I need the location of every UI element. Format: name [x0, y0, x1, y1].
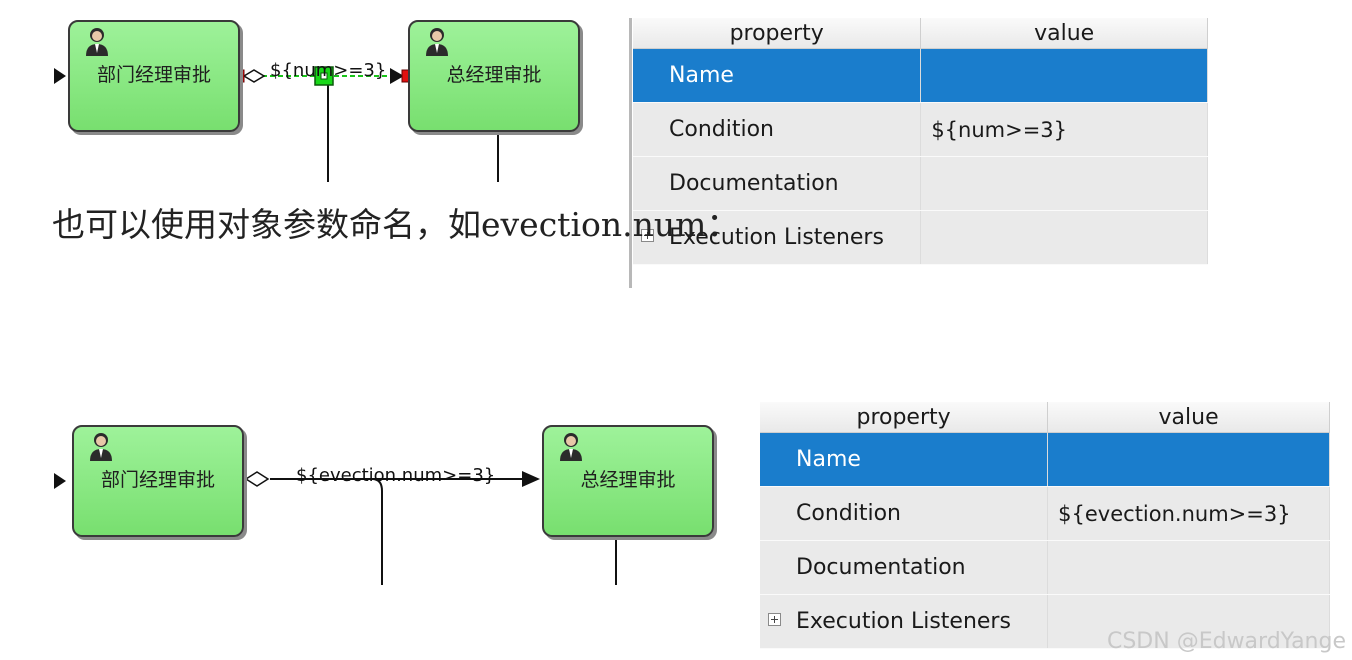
watermark: CSDN @EdwardYange [1106, 629, 1346, 654]
property-key-cell: Execution Listeners [760, 594, 1049, 649]
flow-condition-label[interactable]: ${num>=3} [270, 60, 387, 81]
property-key: Condition [760, 486, 1049, 541]
property-row-documentation[interactable]: Documentation [760, 540, 1330, 595]
arrowhead-icon [522, 471, 540, 487]
task-dept-manager-approval[interactable]: 部门经理审批 [68, 20, 240, 132]
header-value[interactable]: value [1047, 402, 1330, 433]
header-property[interactable]: property [633, 18, 922, 49]
property-row-documentation[interactable]: Documentation [633, 156, 1208, 211]
property-row-execution-listeners[interactable]: Execution Listeners [760, 594, 1330, 649]
process-diagram-2: 部门经理审批 总经理审批 ${evection.num>=3} [0, 405, 740, 605]
incoming-arrowhead-icon [54, 68, 66, 84]
task-label: 总经理审批 [580, 469, 676, 491]
task-label: 总经理审批 [446, 64, 542, 86]
caption-text: 也可以使用对象参数命名，如evection.num： [52, 205, 740, 244]
incoming-arrowhead-icon [54, 473, 66, 489]
plus-expander-icon[interactable] [641, 229, 654, 242]
task-label: 部门经理审批 [100, 469, 215, 491]
diamond-connector-icon [244, 471, 270, 487]
properties-panel-1 [629, 18, 632, 288]
property-row-name[interactable]: Name [760, 432, 1330, 487]
property-key-cell: Execution Listeners [633, 210, 922, 265]
user-icon [426, 28, 448, 56]
property-value[interactable] [1047, 540, 1330, 595]
property-key: Condition [633, 102, 922, 157]
property-key: Execution Listeners [796, 609, 1011, 634]
property-value[interactable] [920, 210, 1208, 265]
properties-table-1: property value Name Condition ${num>=3} … [633, 18, 1208, 265]
property-row-condition[interactable]: Condition ${num>=3} [633, 102, 1208, 157]
property-key: Documentation [760, 540, 1049, 595]
property-key: Name [760, 432, 1049, 487]
user-icon [86, 28, 108, 56]
property-row-condition[interactable]: Condition ${evection.num>=3} [760, 486, 1330, 541]
task-general-manager-approval[interactable]: 总经理审批 [408, 20, 580, 132]
property-key: Execution Listeners [669, 225, 884, 250]
task-label: 部门经理审批 [96, 64, 211, 86]
diagram-2-connectors [54, 471, 617, 585]
property-row-execution-listeners[interactable]: Execution Listeners [633, 210, 1208, 265]
property-value[interactable]: ${evection.num>=3} [1047, 486, 1330, 541]
plus-expander-icon[interactable] [768, 613, 781, 626]
property-row-name[interactable]: Name [633, 48, 1208, 103]
property-value[interactable] [1047, 432, 1330, 487]
user-icon [560, 433, 582, 461]
task-general-manager-approval[interactable]: 总经理审批 [542, 425, 714, 537]
diamond-connector-icon [242, 69, 266, 83]
properties-table-2: property value Name Condition ${evection… [760, 402, 1330, 649]
property-value[interactable] [1047, 594, 1330, 649]
header-value[interactable]: value [920, 18, 1208, 49]
property-key: Name [633, 48, 922, 103]
task-dept-manager-approval[interactable]: 部门经理审批 [72, 425, 244, 537]
property-value[interactable] [920, 156, 1208, 211]
header-property[interactable]: property [760, 402, 1049, 433]
arrowhead-icon [390, 68, 404, 84]
process-diagram-1: 部门经理审批 总经理审批 ${num>=3} [0, 0, 740, 200]
property-key: Documentation [633, 156, 922, 211]
flow-condition-label[interactable]: ${evection.num>=3} [296, 465, 496, 486]
property-value[interactable]: ${num>=3} [920, 102, 1208, 157]
user-icon [90, 433, 112, 461]
property-value[interactable] [920, 48, 1208, 103]
